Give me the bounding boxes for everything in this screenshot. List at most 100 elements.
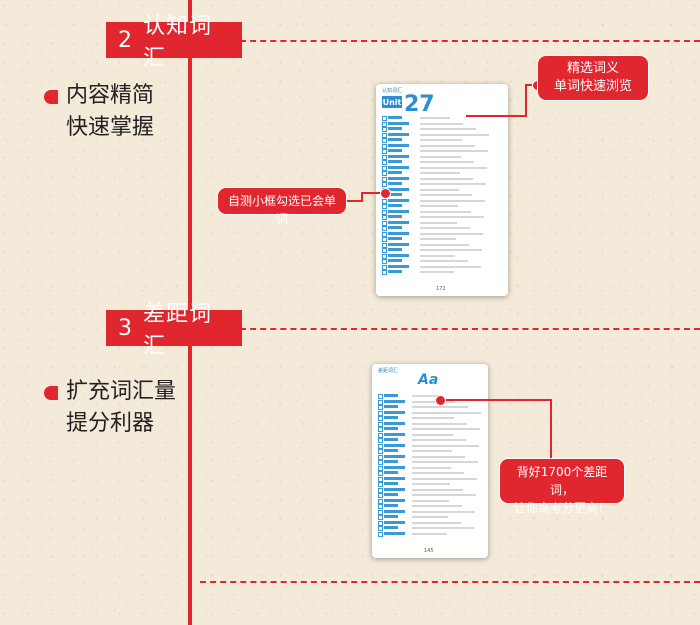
word-definition (412, 505, 462, 507)
word-checkbox (382, 182, 387, 187)
word-definition (412, 395, 442, 397)
word-definition (420, 117, 450, 119)
word-checkbox (378, 476, 383, 482)
word-definition (420, 260, 468, 262)
word-definition (420, 139, 462, 141)
word-entry (388, 127, 402, 130)
word-definition (420, 254, 455, 257)
word-definition (420, 183, 486, 185)
word-checkbox (382, 215, 387, 220)
word-definition (420, 265, 481, 268)
word-definition (412, 477, 477, 480)
word-definition (412, 461, 478, 463)
word-checkbox (382, 264, 387, 270)
word-checkbox (378, 471, 383, 476)
word-entry (388, 264, 409, 268)
word-entry (388, 121, 409, 125)
page-header: 认知词汇 (382, 88, 403, 94)
word-entry (384, 476, 405, 480)
word-checkbox (382, 237, 387, 242)
word-definition (412, 488, 463, 491)
word-definition (412, 466, 451, 469)
word-definition (412, 411, 481, 414)
word-checkbox (378, 410, 383, 416)
word-entry (388, 253, 409, 257)
word-entry (388, 176, 409, 180)
word-entry (384, 399, 405, 403)
callout-checkbox: 自测小框勾选已会单词 (218, 188, 346, 226)
section-number: 3 (118, 315, 133, 341)
word-checkbox (378, 515, 383, 520)
word-definition (420, 243, 469, 246)
callout-dot (435, 395, 446, 406)
section-divider-middle (240, 328, 700, 330)
word-definition (412, 521, 461, 524)
feature-text-cognitive: 内容精简 快速掌握 (66, 80, 154, 144)
word-entry (388, 193, 402, 196)
word-entry (388, 160, 402, 163)
word-checkbox (378, 399, 383, 405)
connector-gap (441, 399, 552, 459)
word-checkbox (382, 226, 387, 231)
word-definition (420, 194, 472, 196)
word-checkbox (378, 432, 383, 438)
word-definition (420, 216, 484, 218)
callout-gap-words: 背好1700个差距词， 让你高考分更高！ (500, 459, 624, 515)
word-checkbox (378, 531, 383, 537)
callout-dot (380, 188, 391, 199)
word-definition (420, 199, 485, 202)
word-definition (420, 155, 461, 158)
word-checkbox (382, 220, 387, 226)
word-entry (384, 443, 405, 447)
word-definition (420, 128, 476, 130)
feature-line: 快速掌握 (66, 115, 155, 140)
callout-select-meaning: 精选词义 单词快速浏览 (538, 56, 648, 100)
word-entry (388, 165, 409, 169)
section-title: 认知词汇 (143, 14, 213, 71)
section-badge-gap: 3 差距词汇 (106, 302, 242, 359)
word-checkbox (382, 132, 387, 138)
word-definition (412, 483, 450, 485)
word-entry (388, 116, 402, 119)
word-entry (384, 454, 405, 458)
word-entry (384, 432, 405, 436)
word-definition (420, 144, 475, 147)
word-entry (384, 405, 398, 408)
word-checkbox (378, 443, 383, 449)
word-entry (388, 171, 402, 174)
word-entry (384, 465, 405, 469)
word-definition (412, 499, 449, 502)
word-entry (384, 410, 405, 414)
word-checkbox (382, 171, 387, 176)
word-definition (420, 177, 473, 180)
word-entry (388, 226, 402, 229)
word-entry (384, 520, 405, 524)
word-definition (412, 532, 447, 535)
word-checkbox (382, 242, 387, 248)
word-checkbox (382, 138, 387, 143)
word-checkbox (378, 427, 383, 432)
callout-line: 自测小框勾选已会单词 (227, 194, 336, 226)
word-checkbox (382, 198, 387, 204)
word-entry (384, 482, 398, 485)
section-divider-top (240, 40, 700, 42)
word-entry (388, 215, 402, 218)
word-checkbox (382, 127, 387, 132)
word-definition (420, 232, 483, 235)
word-checkbox (378, 520, 383, 526)
word-checkbox (382, 160, 387, 165)
section-badge-cognitive: 2 认知词汇 (106, 14, 242, 71)
word-checkbox (378, 526, 383, 531)
bullet-marker (44, 90, 58, 104)
callout-line: 精选词义 (566, 61, 619, 76)
page-footer: 172 (436, 286, 446, 292)
word-checkbox (382, 270, 387, 275)
word-checkbox (382, 116, 387, 121)
word-entry (384, 531, 405, 535)
callout-line: 背好1700个差距词， (516, 465, 608, 497)
word-checkbox (382, 209, 387, 215)
word-checkbox (378, 482, 383, 487)
word-definition (412, 472, 464, 474)
word-checkbox (382, 121, 387, 127)
